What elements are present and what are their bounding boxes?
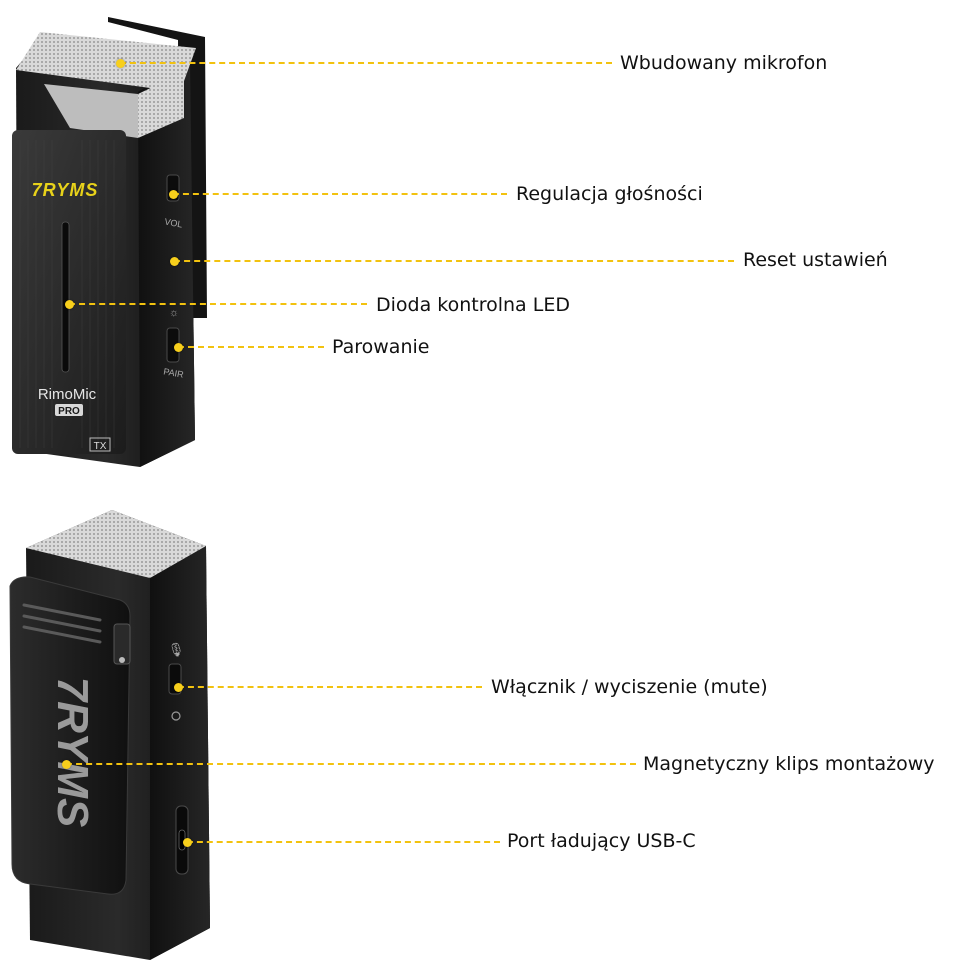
pair-label: PAIR [163,366,185,379]
callout-dot-power-mute [174,683,183,692]
callout-line-reset [174,260,734,262]
clip-hinge-dot [119,657,125,663]
top-model-name: RimoMic [38,386,97,403]
mic-icon: 🎙 [168,642,185,657]
top-tx-tag-box [89,437,111,452]
vol-label: VOL [164,217,183,230]
callout-line-pairing [178,346,324,348]
label-magnetic-clip: Magnetyczny klips montażowy [643,753,935,775]
top-device-side [138,58,195,467]
bottom-device-side [150,546,210,960]
callout-dot-usb-c [183,838,192,847]
top-device-mic-grille [16,32,196,92]
top-pro-badge: PRO [58,406,80,417]
bottom-brand-logo: 7RYMS [48,677,97,828]
top-tx-tag: TX [94,441,107,452]
bottom-device-mic-grille [26,510,206,578]
top-device-grille-front [44,84,138,138]
led-strip [61,221,70,373]
top-device-grille-side [138,72,184,138]
top-pro-badge-bg [55,404,83,416]
power-icon [171,711,181,721]
magnetic-clip-body [9,576,131,895]
bottom-device: 7RYMS 🎙 [9,510,210,960]
callout-dot-builtin-mic [116,59,125,68]
callout-line-power-mute [178,686,482,688]
label-usb-c: Port ładujący USB-C [507,830,696,852]
label-power-mute: Włącznik / wyciszenie (mute) [491,676,768,698]
led-sun-icon: ☼ [169,307,179,319]
callout-line-led [69,303,367,305]
clip-grip-lines [22,603,102,644]
label-pairing: Parowanie [332,336,430,358]
callout-line-builtin-mic [120,62,612,64]
top-device: 7RYMS RimoMic PRO TX VOL ☼ PAIR [12,17,207,467]
brush-texture [19,140,115,448]
label-led: Dioda kontrolna LED [376,294,570,316]
callout-dot-pairing [174,343,183,352]
top-brand-logo: 7RYMS [32,180,99,200]
callout-dot-reset [170,257,179,266]
callout-line-usb-c [187,841,500,843]
clip-hinge [113,623,131,665]
callout-line-magnetic-clip [66,763,636,765]
label-builtin-mic: Wbudowany mikrofon [620,52,828,74]
callout-dot-volume [169,190,178,199]
label-volume: Regulacja głośności [516,183,703,205]
label-reset: Reset ustawień [743,249,888,271]
callout-dot-led [65,300,74,309]
callout-dot-magnetic-clip [62,760,71,769]
callout-line-volume [173,193,507,195]
